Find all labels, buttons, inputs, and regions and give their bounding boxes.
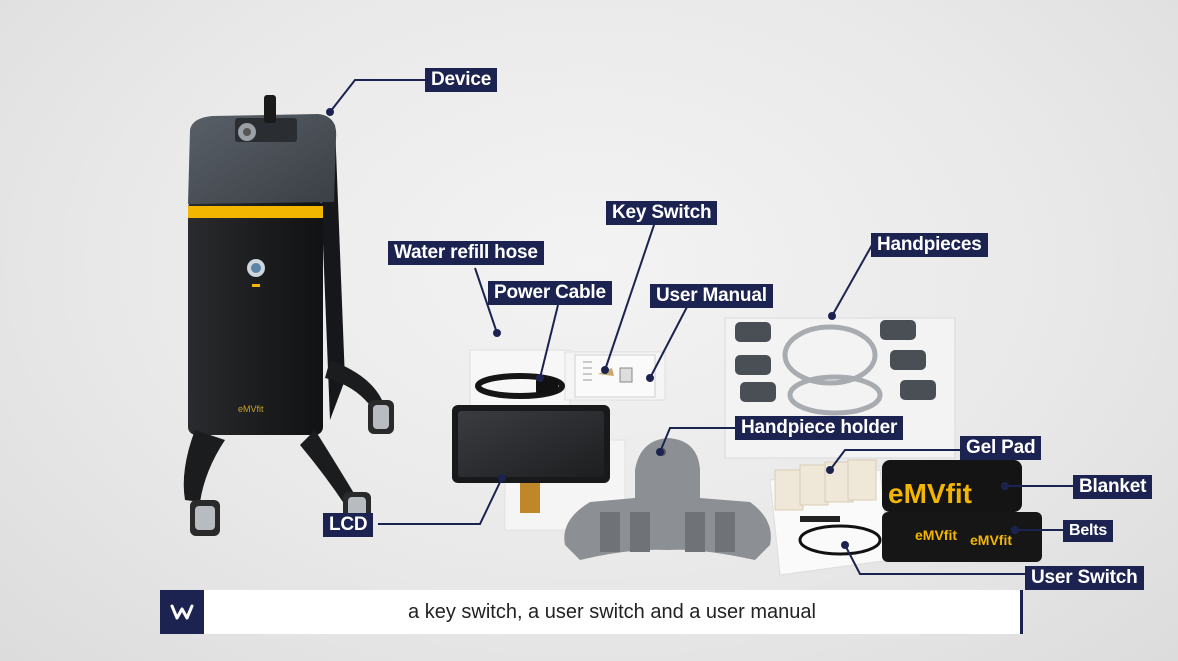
label-belts: Belts	[1063, 520, 1114, 542]
user-switch	[798, 524, 882, 556]
belts	[882, 512, 1042, 562]
handpiece-holder	[564, 438, 771, 560]
label-handpiece-holder: Handpiece holder	[735, 416, 904, 440]
label-blanket: Blanket	[1073, 475, 1153, 499]
label-user-manual: User Manual	[650, 284, 773, 308]
w-logo-icon	[160, 590, 204, 634]
user-manual	[574, 354, 656, 398]
caption-bar: a key switch, a user switch and a user m…	[160, 590, 1023, 634]
label-user-switch: User Switch	[1025, 566, 1144, 590]
caption-text: a key switch, a user switch and a user m…	[408, 601, 816, 623]
handpiece	[735, 322, 771, 342]
device-connector	[264, 95, 276, 123]
blanket	[882, 460, 1022, 512]
device-accent-band	[188, 206, 323, 218]
handpiece	[900, 380, 936, 400]
label-water-refill-hose: Water refill hose	[388, 241, 544, 265]
handpiece	[735, 355, 771, 375]
label-lcd: LCD	[323, 513, 374, 537]
device-body	[188, 200, 323, 435]
handpiece	[890, 350, 926, 370]
handpiece	[880, 320, 916, 340]
callout-lines	[326, 79, 1075, 575]
power-cable	[475, 373, 565, 399]
label-key-switch: Key Switch	[606, 201, 718, 225]
device: eMVfit	[183, 95, 394, 536]
label-handpieces: Handpieces	[871, 233, 988, 257]
blanket-and-belts: eMVfit eMVfit eMVfit	[798, 460, 1042, 562]
device-top-housing	[188, 114, 337, 204]
lcd-screen	[452, 405, 610, 513]
label-gel-pad: Gel Pad	[960, 436, 1042, 460]
handpiece	[740, 382, 776, 402]
svg-text:eMVfit: eMVfit	[915, 527, 957, 543]
gel-pads	[769, 459, 891, 576]
label-power-cable: Power Cable	[488, 281, 612, 305]
label-device: Device	[425, 68, 498, 92]
device-brand-text: eMVfit	[238, 404, 264, 414]
svg-text:eMVfit: eMVfit	[970, 532, 1012, 548]
blanket-brand-text: eMVfit	[888, 478, 972, 509]
